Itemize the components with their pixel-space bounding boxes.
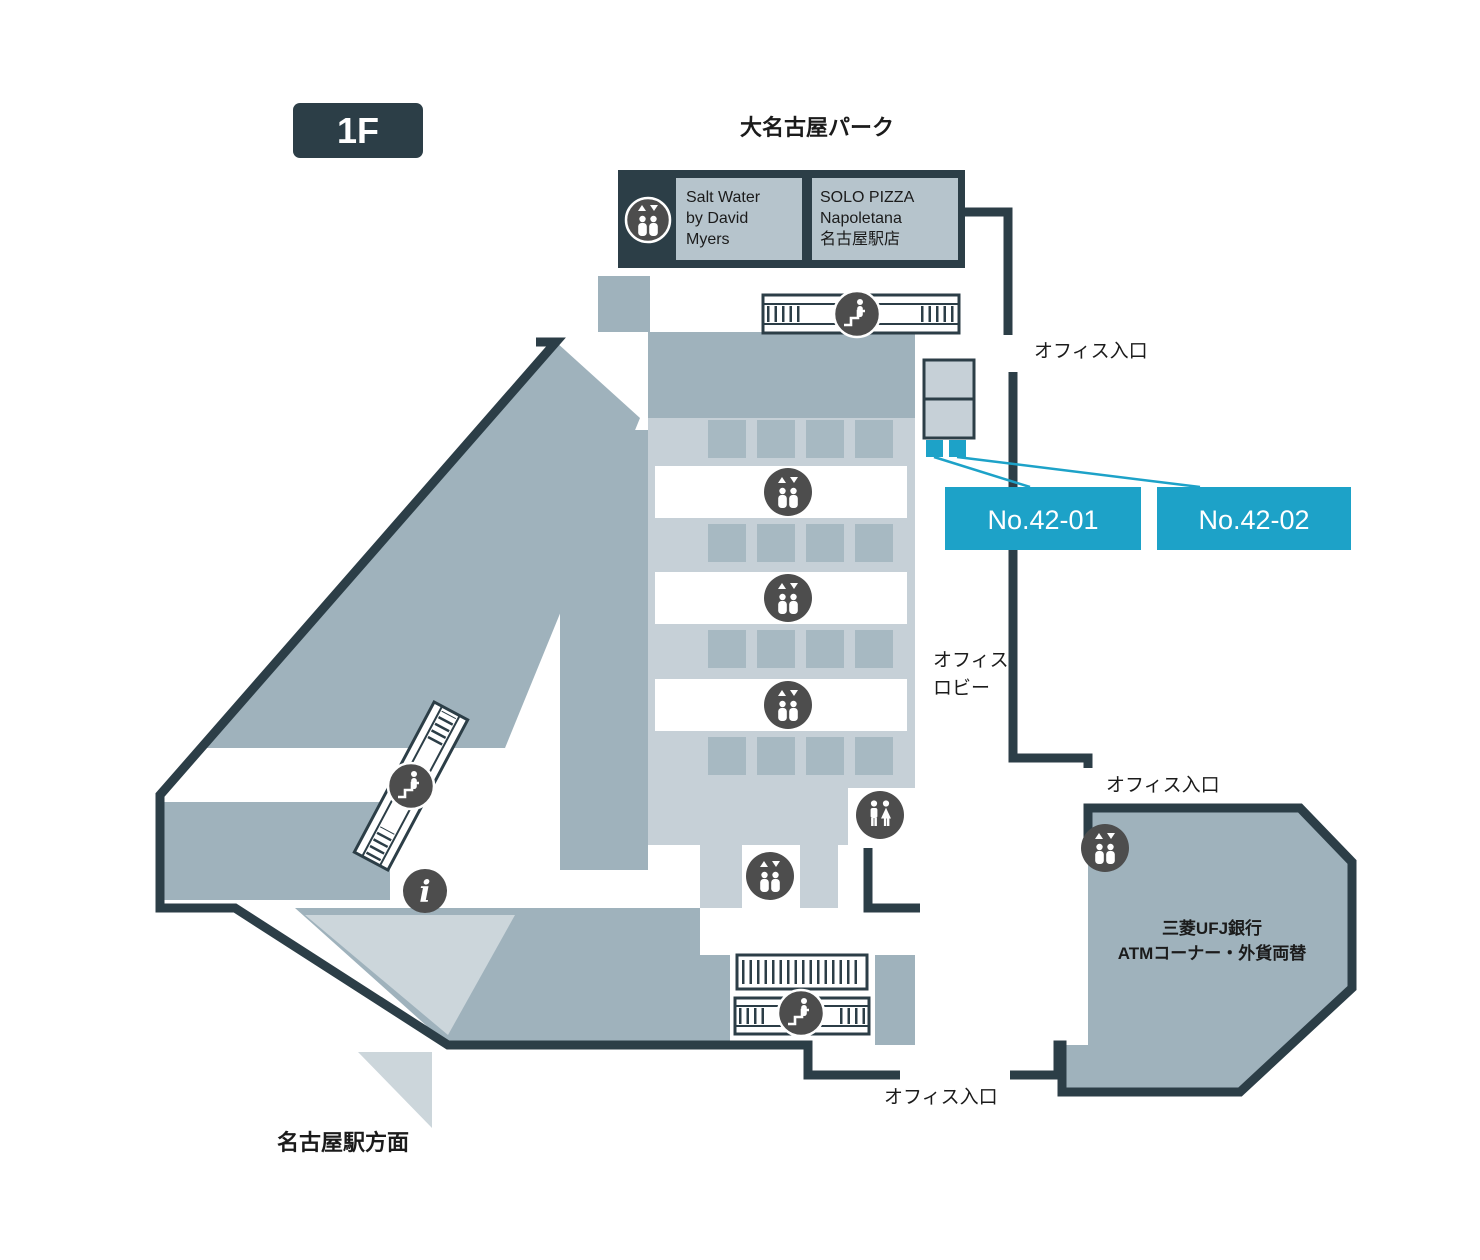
unit-01-leader-line	[933, 455, 1031, 489]
wall-inner-corner	[863, 848, 920, 913]
tenant-solo-pizza-block	[812, 178, 958, 260]
info-glyph: i	[419, 875, 430, 910]
wall-northeast	[965, 207, 1013, 335]
elevator-icon	[746, 852, 794, 900]
label-office-entrance-mid: オフィス入口	[1106, 775, 1220, 796]
area-west-lower	[160, 802, 390, 900]
label-north-area: 大名古屋パーク	[740, 115, 894, 140]
elevator-icon	[1081, 824, 1129, 872]
walls	[155, 207, 1357, 1097]
area-west-band	[196, 342, 640, 748]
area-south-triangle	[305, 915, 515, 1035]
floor-badge: 1F	[293, 103, 423, 158]
tenant-salt-water-block	[676, 178, 802, 260]
unit-callout-02[interactable]: No.42-02	[1157, 487, 1351, 550]
elevator-icon	[764, 681, 812, 729]
area-core-column	[560, 430, 648, 870]
wall-east	[1008, 372, 1093, 768]
escalator-icon	[776, 988, 826, 1038]
unit-02-marker	[949, 440, 966, 457]
tenant-salt-water-l1: Salt Water	[686, 189, 761, 206]
unit-callout-01[interactable]: No.42-01	[945, 487, 1141, 550]
label-bank-l2: ATMコーナー・外貨両替	[1118, 943, 1308, 963]
elevator-icon	[764, 574, 812, 622]
tenant-salt-water-l3: Myers	[686, 231, 730, 248]
floor-badge-label: 1F	[337, 110, 379, 151]
escalator-icon	[832, 289, 882, 339]
unit-01-label: No.42-01	[987, 505, 1098, 535]
tenant-solo-pizza-l2: Napoletana	[820, 210, 902, 227]
label-office-lobby-l1: オフィス	[933, 650, 1009, 671]
elevator-icon	[764, 468, 812, 516]
tenant-solo-pizza-l3: 名古屋駅店	[820, 230, 900, 248]
label-bank-l1: 三菱UFJ銀行	[1162, 918, 1262, 938]
info-icon: i	[403, 869, 447, 913]
wall-south-west	[155, 337, 900, 1080]
wall-bank	[1010, 803, 1357, 1097]
area-bank	[1062, 808, 1352, 1092]
escalator-icon	[386, 761, 436, 811]
unit-01-marker	[926, 440, 943, 457]
label-office-entrance-top: オフィス入口	[1034, 341, 1148, 362]
area-exterior-triangle	[358, 1052, 432, 1128]
unit-02-label: No.42-02	[1198, 505, 1309, 535]
area-core-top	[648, 332, 915, 418]
restaurant-strip	[618, 170, 965, 268]
elevator-icon	[624, 196, 672, 244]
restroom-icon	[856, 791, 904, 839]
tenant-salt-water-l2: by David	[686, 210, 748, 227]
area-under-restaurants	[598, 276, 650, 332]
unit-02-leader-line	[956, 455, 1201, 489]
tenant-solo-pizza-l1: SOLO PIZZA	[820, 189, 915, 206]
stairs-south	[735, 953, 869, 991]
label-office-lobby-l2: ロビー	[933, 677, 990, 699]
hall-grid-squares	[708, 420, 893, 775]
unit-markers	[926, 440, 1201, 489]
label-south-area: 名古屋駅方面	[277, 1130, 409, 1155]
label-office-entrance-bottom: オフィス入口	[884, 1087, 998, 1108]
